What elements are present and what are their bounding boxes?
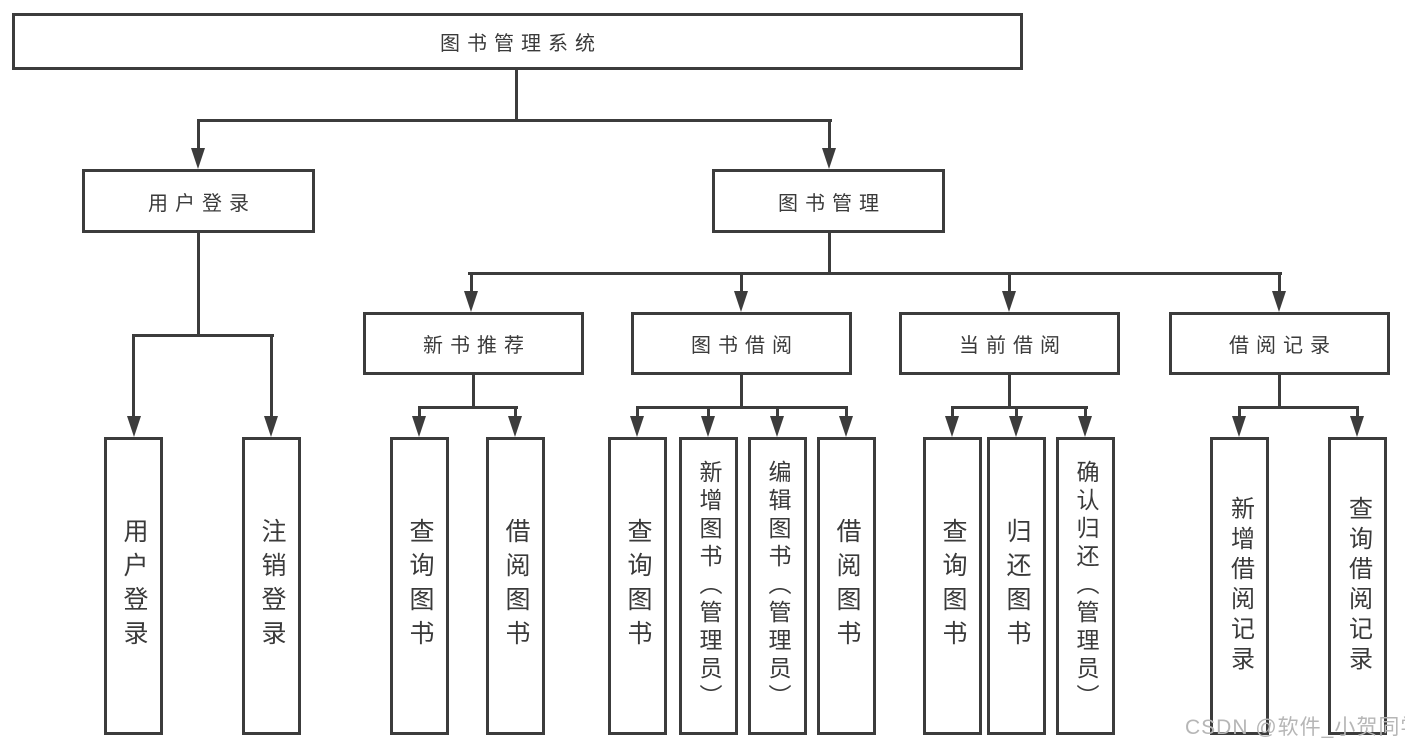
leaf-query-books-current: 查询图书 <box>923 437 982 735</box>
connector-line <box>1238 406 1359 409</box>
node-label: 图书借阅 <box>691 335 799 357</box>
node-label: 借阅图书 <box>502 518 530 654</box>
connector-line <box>707 406 710 418</box>
leaf-borrow-books-recommend: 借阅图书 <box>486 437 545 735</box>
arrow-down-icon <box>1350 416 1364 437</box>
leaf-query-borrow-record: 查询借阅记录 <box>1328 437 1387 735</box>
node-label: 编辑图书（管理员） <box>765 460 791 712</box>
node-label: 当前借阅 <box>959 335 1067 357</box>
node-borrowing-records: 借阅记录 <box>1169 312 1390 375</box>
connector-line <box>740 272 743 293</box>
arrow-down-icon <box>734 291 748 312</box>
leaf-confirm-return-admin: 确认归还（管理员） <box>1056 437 1115 735</box>
connector-line <box>636 406 639 418</box>
leaf-add-borrow-record: 新增借阅记录 <box>1210 437 1269 735</box>
node-label: 借阅图书 <box>833 518 861 654</box>
node-current-borrowing: 当前借阅 <box>899 312 1120 375</box>
connector-line <box>197 119 200 150</box>
arrow-down-icon <box>770 416 784 437</box>
connector-line <box>418 406 518 409</box>
arrow-down-icon <box>701 416 715 437</box>
connector-line <box>270 334 273 418</box>
leaf-query-books-recommend: 查询图书 <box>390 437 449 735</box>
node-label: 新书推荐 <box>423 335 531 357</box>
node-library-management-system: 图书管理系统 <box>12 13 1023 70</box>
node-label: 归还图书 <box>1003 518 1031 654</box>
connector-line <box>132 334 274 337</box>
arrow-down-icon <box>630 416 644 437</box>
arrow-down-icon <box>1002 291 1016 312</box>
connector-line <box>514 406 517 418</box>
node-user-login: 用户登录 <box>82 169 315 233</box>
node-label: 用户登录 <box>148 192 256 215</box>
leaf-edit-books-admin: 编辑图书（管理员） <box>748 437 807 735</box>
leaf-logout: 注销登录 <box>242 437 301 735</box>
arrow-down-icon <box>127 416 141 437</box>
connector-line <box>132 334 135 418</box>
node-label: 用户登录 <box>120 518 148 654</box>
arrow-down-icon <box>945 416 959 437</box>
connector-line <box>1356 406 1359 418</box>
connector-line <box>197 232 200 337</box>
leaf-user-login: 用户登录 <box>104 437 163 735</box>
arrow-down-icon <box>412 416 426 437</box>
arrow-down-icon <box>822 148 836 169</box>
node-book-borrowing: 图书借阅 <box>631 312 852 375</box>
node-label: 新增借阅记录 <box>1226 496 1254 676</box>
connector-line <box>1015 406 1018 418</box>
connector-line <box>1278 373 1281 409</box>
connector-line <box>1084 406 1087 418</box>
node-label: 查询图书 <box>939 518 967 654</box>
arrow-down-icon <box>508 416 522 437</box>
node-label: 图书管理系统 <box>440 33 602 55</box>
leaf-borrow-books: 借阅图书 <box>817 437 876 735</box>
node-label: 查询借阅记录 <box>1344 496 1372 676</box>
arrow-down-icon <box>191 148 205 169</box>
node-label: 查询图书 <box>624 518 652 654</box>
connector-line <box>197 119 832 122</box>
arrow-down-icon <box>464 291 478 312</box>
connector-line <box>828 119 831 150</box>
connector-line <box>776 406 779 418</box>
connector-line <box>470 272 473 293</box>
arrow-down-icon <box>1009 416 1023 437</box>
node-new-book-recommend: 新书推荐 <box>363 312 584 375</box>
connector-line <box>1008 272 1011 293</box>
node-book-management: 图书管理 <box>712 169 945 233</box>
connector-line <box>636 406 848 409</box>
node-label: 确认归还（管理员） <box>1073 460 1099 712</box>
connector-line <box>515 68 518 122</box>
connector-line <box>828 232 831 275</box>
arrow-down-icon <box>264 416 278 437</box>
connector-line <box>1238 406 1241 418</box>
arrow-down-icon <box>1272 291 1286 312</box>
connector-line <box>418 406 421 418</box>
node-label: 注销登录 <box>258 518 286 654</box>
arrow-down-icon <box>1078 416 1092 437</box>
node-label: 查询图书 <box>406 518 434 654</box>
leaf-add-books-admin: 新增图书（管理员） <box>679 437 738 735</box>
connector-line <box>951 406 954 418</box>
node-label: 新增图书（管理员） <box>696 460 722 712</box>
node-label: 借阅记录 <box>1229 335 1337 357</box>
connector-line <box>1278 272 1281 293</box>
leaf-return-books: 归还图书 <box>987 437 1046 735</box>
arrow-down-icon <box>839 416 853 437</box>
connector-line <box>472 373 475 409</box>
connector-line <box>740 373 743 409</box>
node-label: 图书管理 <box>778 192 886 215</box>
connector-line <box>1008 373 1011 409</box>
connector-line <box>951 406 1088 409</box>
connector-line <box>845 406 848 418</box>
connector-line <box>468 272 1282 275</box>
leaf-query-books-borrowing: 查询图书 <box>608 437 667 735</box>
watermark: CSDN @软件_小贺同学 <box>1185 716 1405 739</box>
arrow-down-icon <box>1232 416 1246 437</box>
